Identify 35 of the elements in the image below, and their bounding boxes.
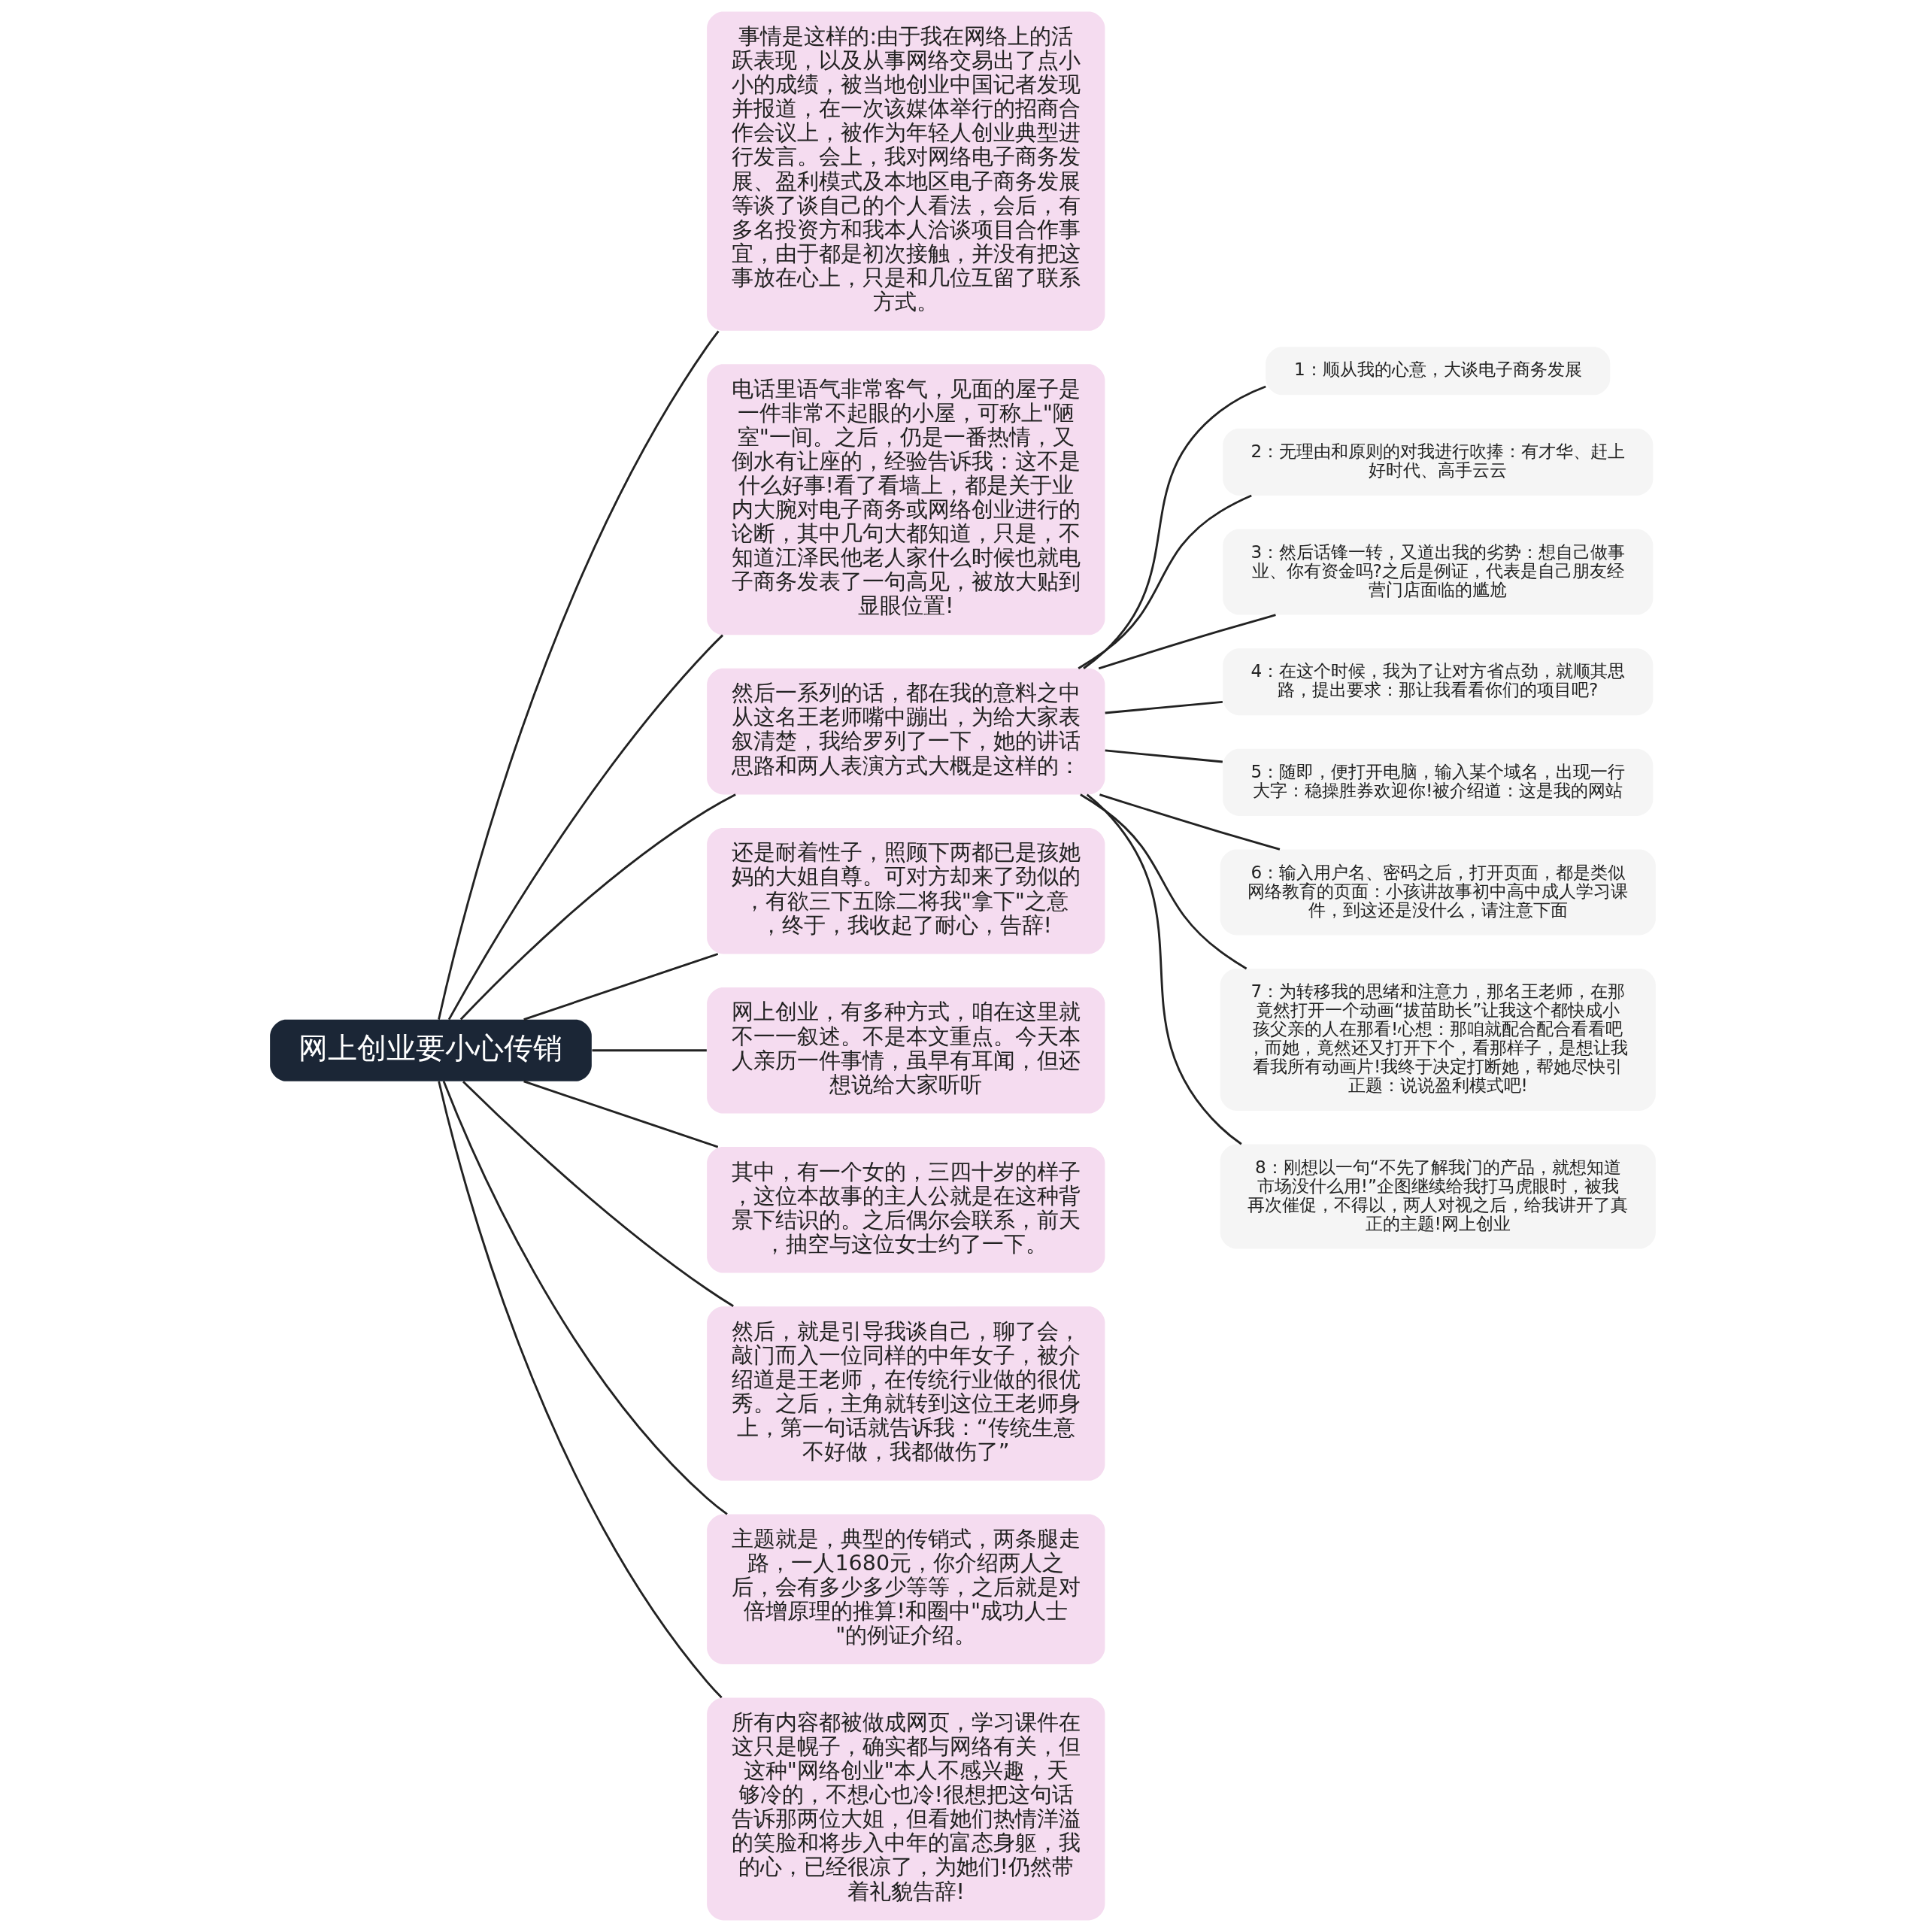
connector (462, 1081, 734, 1308)
node-box: 电话里语气非常客气，见面的屋子是一件非常不起眼的小屋，可称上"陋室"一间。之后，仍是一番热情，又倒水有让座的，经验告诉我：这不是什么好事!看了看墙上，都是关于业内大腕对电子商务或网络创业进行的论断，其中几句大都知道，只是，不知道江泽民他老人家什么时候也就电子商务发表了一句高见，被放大贴到显眼位置! (706, 364, 1105, 635)
node-box: 5：随即，便打开电脑，输入某个域名，出现一行大字：稳操胜券欢迎你!被介绍道：这是我的网站 (1222, 748, 1653, 816)
node-box: 2：无理由和原则的对我进行吹捧：有才华、赶上好时代、高手云云 (1222, 428, 1653, 496)
connector (1079, 793, 1247, 970)
connector (1077, 494, 1252, 669)
node-box: 主题就是，典型的传销式，两条腿走路，一人1680元，你介绍两人之后，会有多少多少等等，之后就是对倍增原理的推算!和圈中"成功人士"的例证介绍。 (706, 1514, 1105, 1664)
node-box: 8：刚想以一句“不先了解我门的产品，就想知道市场没什么用!”企图继续给我打马虎眼时，被我再次催促，不得以，两人对视之后，给我讲开了真正的主题!网上创业 (1220, 1144, 1656, 1249)
connector (1082, 385, 1266, 669)
node-box: 3：然后话锋一转，又道出我的劣势：想自己做事业、你有资金吗?之后是例证，代表是自己朋友经营门店面临的尴尬 (1222, 529, 1653, 615)
node-box: 然后，就是引导我谈自己，聊了会，敲门而入一位同样的中年女子，被介绍道是王老师，在传统行业做的很优秀。之后，主角就转到这位王老师身上，第一句话就告诉我：“传统生意不好做，我都做伤了” (706, 1306, 1105, 1481)
node-box: 1：顺从我的心意，大谈电子商务发展 (1265, 347, 1610, 396)
connector (447, 634, 723, 1021)
node-box: 网上创业，有多种方式，咱在这里就不一一叙述。不是本文重点。今天本人亲历一件事情，虽早有耳闻，但还想说给大家听听 (706, 987, 1105, 1114)
node-box: 事情是这样的:由于我在网络上的活跃表现，以及从事网络交易出了点小小的成绩，被当地创业中国记者发现并报道，在一次该媒体举行的招商合作会议上，被作为年轻人创业典型进行发言。会上，我对网络电子商务发展、盈利模式及本地区电子商务发展等谈了谈自己的个人看法，会后，有多名投资方和我本人洽谈项目合作事宜，由于都是初次接触，并没有把这事放在心上，只是和几位互留了联系方式。 (706, 11, 1105, 331)
connector (437, 1081, 723, 1699)
connector (1098, 614, 1276, 670)
connector (1105, 700, 1223, 714)
connector (1099, 793, 1280, 851)
connector (1105, 749, 1223, 763)
connector (459, 793, 736, 1021)
node-box: 网上创业要小心传销 (269, 1019, 592, 1081)
node-box: 然后一系列的话，都在我的意料之中从这名王老师嘴中蹦出，为给大家表叙清楚，我给罗列了一下，她的讲话思路和两人表演方式大概是这样的： (706, 668, 1105, 795)
connector (442, 1081, 728, 1515)
connector (523, 1080, 718, 1148)
connector (1086, 793, 1242, 1145)
node-box: 6：输入用户名、密码之后，打开页面，都是类似网络教育的页面：小孩讲故事初中高中成人学习课件，到这还是没什么，请注意下面 (1220, 849, 1656, 936)
node-box: 其中，有一个女的，三四十岁的样子，这位本故事的主人公就是在这种背景下结识的。之后偶尔会联系，前天，抽空与这位女士约了一下。 (706, 1147, 1105, 1273)
connector (523, 953, 718, 1021)
node-box: 4：在这个时候，我为了让对方省点劲，就顺其思路，提出要求：那让我看看你们的项目吧? (1222, 648, 1653, 716)
node-box: 7：为转移我的思绪和注意力，那名王老师，在那竟然打开一个动画“拔苗助长”让我这个都快成小孩父亲的人在那看!心想：那咱就配合配合看看吧，而她，竟然还又打开下个，看那样子，是想让我看我所有动画片!我终于决定打断她，帮她尽快引正题：说说盈利模式吧! (1220, 969, 1656, 1111)
node-box: 所有内容都被做成网页，学习课件在这只是幌子，确实都与网络有关，但这种"网络创业"本人不感兴趣，天够冷的，不想心也冷!很想把这句话告诉那两位大姐，但看她们热情洋溢的笑脸和将步入中年的富态身躯，我的心，已经很凉了，为她们!仍然带着礼貌告辞! (706, 1697, 1105, 1921)
connector (437, 330, 720, 1020)
connector (591, 1049, 707, 1052)
node-box: 还是耐着性子，照顾下两都已是孩她妈的大姐自尊。可对方却来了劲似的，有欲三下五除二将我"拿下"之意，终于，我收起了耐心，告辞! (706, 827, 1105, 954)
